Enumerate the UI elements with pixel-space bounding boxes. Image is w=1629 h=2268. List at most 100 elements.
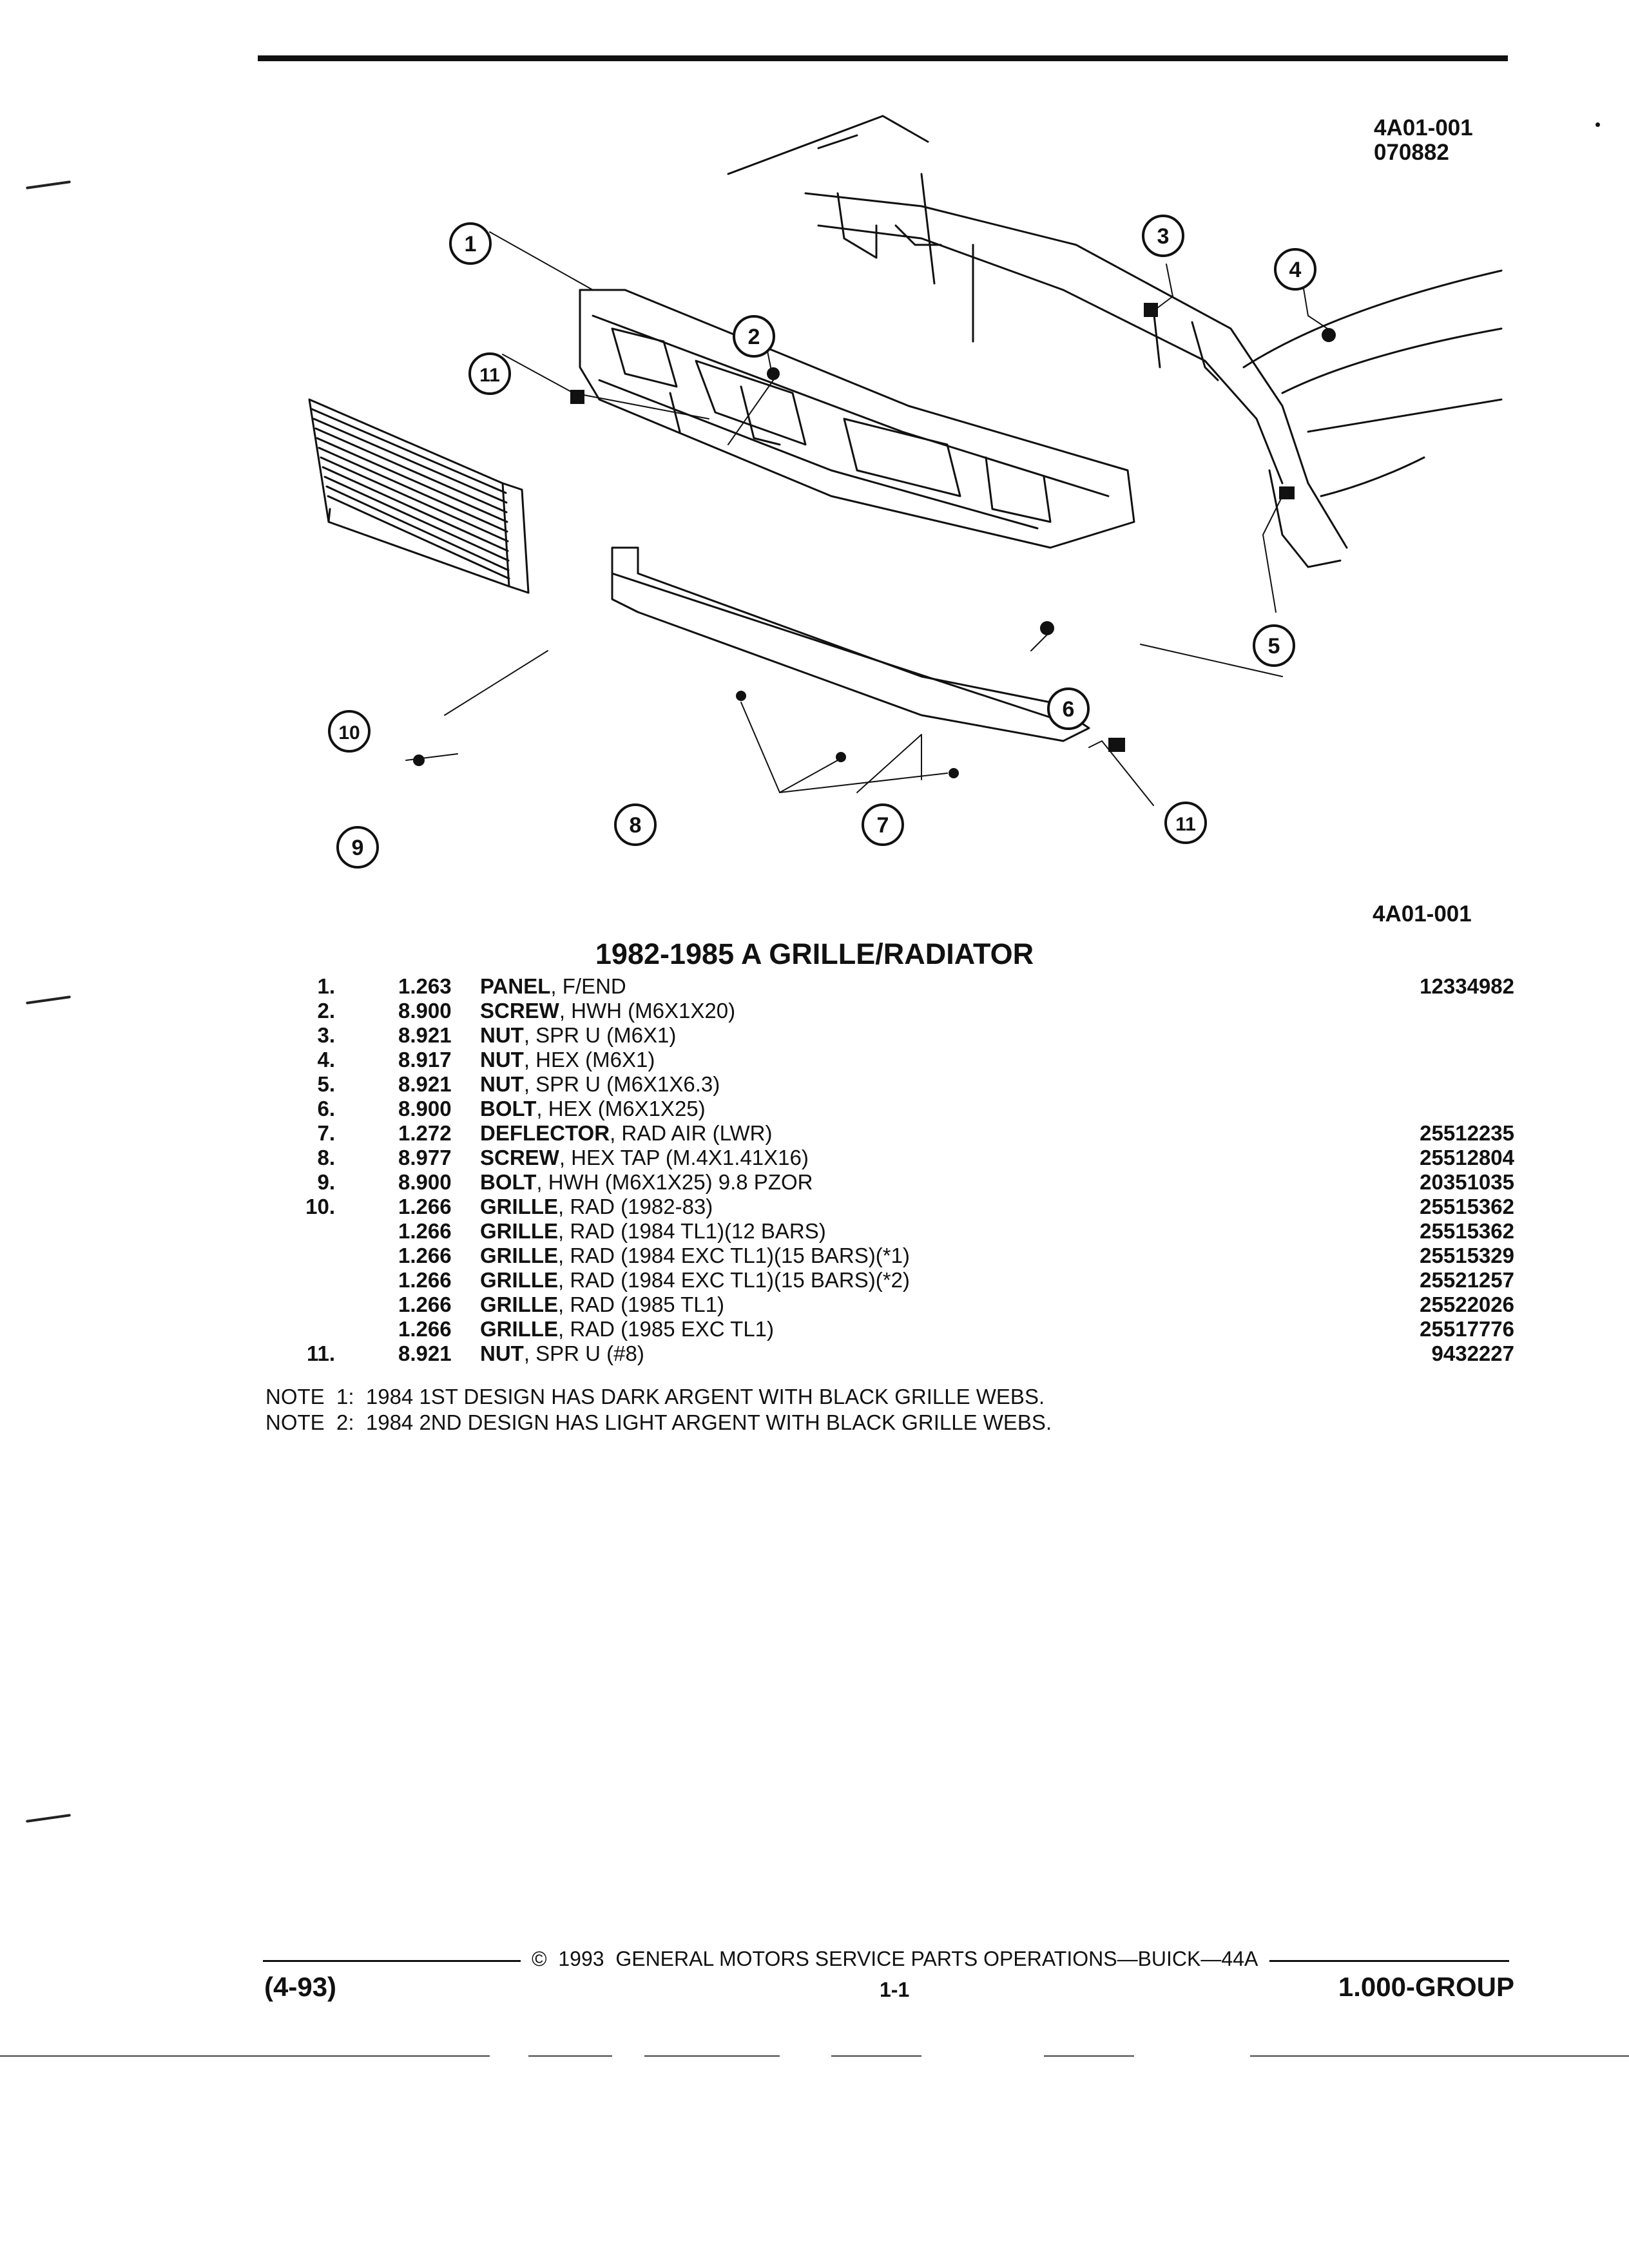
section-title: 1982-1985 A GRILLE/RADIATOR xyxy=(595,937,1034,970)
callout-9: 9 xyxy=(352,836,364,860)
part-spec: , SPR U (M6X1) xyxy=(523,1023,677,1047)
margin-mark xyxy=(26,180,71,189)
part-spec: , HWH (M6X1X20) xyxy=(559,999,736,1023)
group-number: 1.272 xyxy=(398,1121,452,1145)
part-description: GRILLE, RAD (1985 EXC TL1) xyxy=(480,1317,774,1341)
part-row: 1. 1.263 PANEL, F/END 12334982 xyxy=(258,974,1514,999)
part-row: 5. 8.921 NUT, SPR U (M6X1X6.3) xyxy=(258,1072,1514,1097)
part-number: 20351035 xyxy=(1420,1170,1514,1194)
leader-dots xyxy=(715,1097,1373,1121)
footer-date: (4-93) xyxy=(264,1972,337,2002)
part-number: 25512235 xyxy=(1420,1121,1514,1145)
part-number: 9432227 xyxy=(1431,1341,1514,1365)
scan-edge xyxy=(0,2055,490,2057)
group-number: 1.266 xyxy=(398,1317,452,1341)
part-name: SCREW xyxy=(480,1146,559,1169)
part-spec: , HWH (M6X1X25) 9.8 PZOR xyxy=(536,1170,813,1194)
part-number: 25521257 xyxy=(1420,1268,1514,1292)
item-number: 1. xyxy=(317,974,335,998)
part-name: BOLT xyxy=(480,1170,537,1194)
part-row: 7. 1.272 DEFLECTOR, RAD AIR (LWR) 25512235 xyxy=(258,1121,1514,1146)
part-name: GRILLE xyxy=(480,1219,558,1243)
group-number: 8.917 xyxy=(398,1048,452,1072)
item-number: 5. xyxy=(317,1072,335,1096)
lower-deflector-7 xyxy=(611,546,1090,742)
callout-4: 4 xyxy=(1289,258,1302,282)
group-number: 1.263 xyxy=(398,974,452,998)
top-rule xyxy=(258,55,1508,61)
note-2: NOTE 2: 1984 2ND DESIGN HAS LIGHT ARGENT… xyxy=(265,1410,1052,1434)
part-number: 12334982 xyxy=(1420,974,1514,998)
part-spec: , HEX (M6X1X25) xyxy=(536,1097,706,1120)
callout-labels: 1 2 3 4 5 6 7 8 9 10 11 11 xyxy=(338,224,1301,860)
group-number: 8.900 xyxy=(398,1097,452,1120)
part-number: 25522026 xyxy=(1420,1293,1514,1316)
item-number: 7. xyxy=(317,1121,335,1145)
part-spec: , RAD (1984 TL1)(12 BARS) xyxy=(558,1219,826,1243)
part-description: SCREW, HEX TAP (M.4X1.41X16) xyxy=(480,1146,809,1170)
part-description: BOLT, HEX (M6X1X25) xyxy=(480,1097,706,1121)
group-number: 8.977 xyxy=(398,1146,452,1169)
part-spec: , RAD (1982-83) xyxy=(558,1195,713,1218)
callout-6: 6 xyxy=(1063,697,1075,722)
part-description: GRILLE, RAD (1984 EXC TL1)(15 BARS)(*1) xyxy=(480,1244,910,1268)
part-number: 25515362 xyxy=(1420,1219,1514,1243)
callout-1: 1 xyxy=(465,232,477,256)
part-number: 25515329 xyxy=(1420,1244,1514,1267)
group-number: 8.921 xyxy=(398,1023,452,1047)
scan-edge xyxy=(831,2055,921,2057)
leader-dots xyxy=(919,1268,1373,1293)
figure-code: 4A01-001 xyxy=(1373,901,1472,927)
part-description: GRILLE, RAD (1982-83) xyxy=(480,1195,713,1219)
item-number: 2. xyxy=(317,999,335,1023)
diagram-date-code: 070882 xyxy=(1374,140,1449,165)
part-spec: , SPR U (#8) xyxy=(523,1341,644,1365)
part-spec: , F/END xyxy=(550,974,626,998)
item-number: 8. xyxy=(317,1146,335,1169)
part-description: DEFLECTOR, RAD AIR (LWR) xyxy=(480,1121,772,1146)
margin-mark xyxy=(26,995,71,1004)
item-number: 3. xyxy=(317,1023,335,1047)
diagram-code: 4A01-001 xyxy=(1374,115,1473,140)
part-description: PANEL, F/END xyxy=(480,974,626,999)
part-number: 25517776 xyxy=(1420,1317,1514,1341)
group-number: 8.921 xyxy=(398,1072,452,1096)
callout-11: 11 xyxy=(1175,814,1196,835)
scan-edge xyxy=(644,2055,780,2057)
footer-page: 1-1 xyxy=(880,1978,910,2001)
part-name: NUT xyxy=(480,1048,524,1072)
callout-10: 10 xyxy=(338,722,360,744)
part-name: NUT xyxy=(480,1341,524,1365)
part-description: NUT, SPR U (M6X1) xyxy=(480,1023,676,1048)
footer-rule-right xyxy=(1269,1960,1509,1962)
part-description: GRILLE, RAD (1984 TL1)(12 BARS) xyxy=(480,1219,826,1244)
scan-edge xyxy=(528,2055,612,2057)
notes: NOTE 1: 1984 1ST DESIGN HAS DARK ARGENT … xyxy=(265,1384,1052,1436)
part-name: NUT xyxy=(480,1023,524,1047)
front-end-panel xyxy=(579,289,1135,549)
callout-8: 8 xyxy=(630,813,642,838)
note-1: NOTE 1: 1984 1ST DESIGN HAS DARK ARGENT … xyxy=(265,1385,1045,1408)
leader-lines xyxy=(405,231,1328,806)
callout-3: 3 xyxy=(1157,224,1170,249)
part-description: NUT, SPR U (M6X1X6.3) xyxy=(480,1072,720,1097)
part-spec: , RAD (1985 EXC TL1) xyxy=(558,1317,775,1341)
item-number: 6. xyxy=(317,1097,335,1120)
part-name: GRILLE xyxy=(480,1244,558,1267)
leader-dots xyxy=(635,974,1373,999)
part-name: SCREW xyxy=(480,999,559,1023)
group-number: 8.900 xyxy=(398,1170,452,1194)
part-spec: , HEX (M6X1) xyxy=(523,1048,655,1072)
leader-dots xyxy=(685,1023,1373,1048)
grille-10 xyxy=(308,398,530,594)
part-row: 1.266 GRILLE, RAD (1985 EXC TL1) 25517776 xyxy=(258,1317,1514,1341)
part-spec: , RAD (1984 EXC TL1)(15 BARS)(*1) xyxy=(558,1244,910,1267)
leader-dots xyxy=(653,1341,1373,1366)
